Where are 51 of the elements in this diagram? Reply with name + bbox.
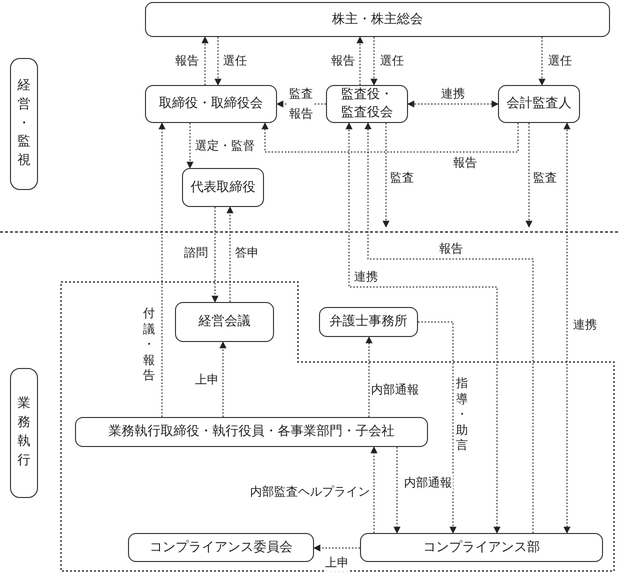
arrow	[538, 36, 546, 86]
edge-label: 上申	[324, 554, 350, 572]
arrow	[370, 446, 378, 534]
arrow	[418, 322, 456, 534]
arrow	[313, 544, 360, 552]
arrow	[407, 100, 499, 108]
edge-label: 内部監査ヘルプライン	[249, 484, 371, 500]
arrow	[226, 206, 234, 302]
edge-label: 報告	[438, 240, 464, 258]
arrow	[220, 341, 226, 418]
edge-label: 報告	[174, 52, 200, 70]
section-band: 経営・監視	[10, 58, 38, 190]
edge-label: 付議・報告	[142, 306, 156, 384]
edge-label: 連携	[440, 86, 466, 102]
edge-label: 選任	[222, 52, 248, 70]
edge-label: 内部通報	[403, 474, 453, 492]
process-box: コンプライアンス委員会	[128, 533, 314, 562]
arrow	[158, 122, 166, 418]
arrow	[346, 122, 500, 534]
arrow	[202, 36, 208, 86]
arrow	[366, 336, 372, 418]
arrow	[370, 36, 378, 86]
edge-label: 報告	[452, 154, 478, 172]
edge-label: 報告	[330, 52, 356, 70]
arrow	[382, 122, 390, 228]
edge-label: 連携	[353, 268, 379, 286]
process-box: 監査役・監査役会	[326, 85, 408, 123]
arrow	[526, 122, 532, 228]
process-box: コンプライアンス部	[360, 533, 603, 562]
arrow	[356, 36, 364, 86]
arrow	[564, 122, 570, 534]
edge-label: 連携	[572, 316, 598, 334]
arrow	[394, 446, 400, 534]
edge-label: 諮問	[183, 244, 209, 262]
edge-label: 選任	[547, 52, 573, 70]
arrow	[186, 122, 194, 169]
arrow	[262, 122, 518, 152]
process-box: 業務執行取締役・執行役員・各事業部門・子会社	[75, 417, 428, 447]
process-box: 経営会議	[175, 302, 274, 342]
arrow	[364, 122, 534, 534]
edge-label: 選任	[379, 52, 405, 70]
section-band: 業務執行	[10, 368, 38, 498]
process-box: 弁護士事務所	[319, 307, 418, 337]
edge-label: 選定・監督	[194, 138, 256, 154]
arrow	[214, 36, 222, 86]
process-box: 会計監査人	[498, 85, 580, 123]
process-box: 取締役・取締役会	[145, 85, 277, 123]
process-box: 株主・株主総会	[145, 2, 610, 37]
arrow	[212, 206, 218, 303]
process-box: 代表取締役	[182, 168, 264, 207]
edge-label: 内部通報	[370, 382, 420, 398]
